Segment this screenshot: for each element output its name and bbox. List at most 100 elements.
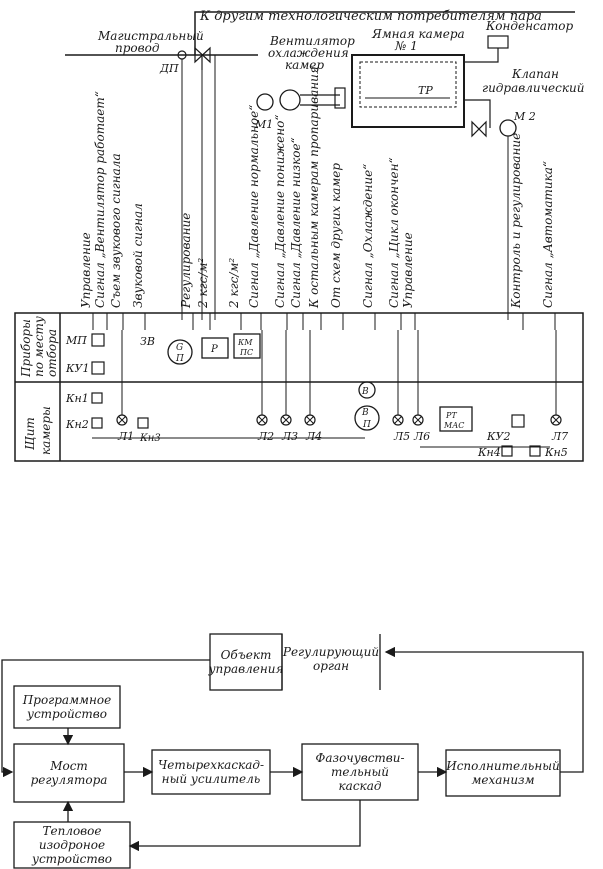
- pit-chamber: [351, 54, 465, 128]
- block-actuator: [445, 749, 561, 797]
- main-pipe-label-1: Магистральный: [97, 29, 204, 43]
- block-diagram-connections: [1, 634, 584, 852]
- gp-bottom-label: П: [175, 354, 184, 364]
- kn1-label: Кн1: [65, 392, 89, 405]
- fan-label-1: Вентилятор: [269, 34, 355, 48]
- block-text: управления: [208, 662, 284, 676]
- vp-bottom-label: П: [362, 420, 371, 430]
- main-pipe-label-2: провод: [115, 41, 160, 55]
- lamp-label-l6: Л6: [413, 430, 430, 443]
- block-text: механизм: [471, 773, 534, 787]
- block-text: каскад: [339, 779, 382, 793]
- signal-label: 2 кгс/м²: [227, 258, 241, 309]
- block-text: регулятора: [31, 773, 108, 787]
- signal-label: Съем звукового сигнала: [109, 153, 123, 308]
- block-amplifier: [151, 749, 271, 795]
- kn5-label: Кн5: [544, 446, 568, 459]
- signal-label: Управление: [79, 232, 93, 308]
- block-program-device: [13, 685, 121, 729]
- lamp-label-l2: Л2: [257, 430, 274, 443]
- steam-consumers-line: [194, 11, 575, 55]
- mas-label: МАС: [443, 421, 464, 430]
- signal-lines: [92, 313, 556, 330]
- zv-label: ЗВ: [140, 335, 155, 348]
- ps-label: ПС: [239, 348, 253, 357]
- m1-motor: [256, 93, 274, 111]
- signal-label: Звуковой сигнал: [131, 203, 145, 308]
- fan-icon: [279, 89, 301, 111]
- lamp-label-l5: Л5: [393, 430, 410, 443]
- signal-label: Сигнал „Давление нормальное“: [247, 105, 261, 308]
- block-text: Тепловое: [42, 824, 101, 838]
- signal-label: Сигнал „Давление низкое“: [289, 137, 303, 308]
- block-text: Фазочувстви-: [315, 751, 404, 765]
- band-panel-label-1: Щит: [23, 417, 37, 450]
- band-field-label-1: Приборы: [19, 319, 33, 378]
- block-text: изодроное: [39, 838, 105, 852]
- signal-label: Управление: [401, 232, 415, 308]
- valve-label-1: Клапан: [511, 67, 559, 81]
- rt-label: РТ: [445, 411, 457, 420]
- kn2-button: [91, 417, 103, 429]
- fan-label-2: охлаждения: [268, 46, 349, 60]
- block-text: Программное: [22, 693, 111, 707]
- ku2-box: [511, 414, 525, 428]
- instrument-panel-frame: Приборы по месту отбора Щит камеры: [14, 312, 584, 462]
- ku1-label: КУ1: [65, 362, 89, 375]
- rt-mas-regulator: [439, 406, 473, 432]
- signal-label: Сигнал „Давление понижено“: [273, 115, 287, 308]
- signal-label: К остальным камерам пропаривания: [307, 66, 321, 309]
- kn2-label: Кн2: [65, 418, 89, 431]
- condenser-icon: [487, 35, 509, 49]
- process-schematic: К другим технологическим потребителям па…: [65, 9, 585, 320]
- vp-top-label: В: [361, 408, 369, 418]
- signal-label: Сигнал „Цикл окончен“: [387, 157, 401, 308]
- lamp-label-l4: Л4: [305, 430, 322, 443]
- kn5-button: [529, 445, 541, 457]
- signal-label: Контроль и регулирование: [509, 133, 523, 309]
- lamp-label-l1: Л1: [117, 430, 134, 443]
- m1-label: М1: [254, 118, 273, 131]
- m2-label: М 2: [513, 110, 536, 123]
- block-text: устройство: [31, 852, 112, 866]
- block-text: Исполнительный: [445, 759, 559, 773]
- km-label: КМ: [237, 338, 253, 347]
- v-sensor-label: В: [361, 387, 369, 397]
- ku1-box: [91, 361, 105, 375]
- block-text: устройство: [26, 707, 107, 721]
- signal-label: От схем других камер: [329, 163, 343, 308]
- p-label: P: [210, 344, 218, 355]
- kn1-button: [91, 392, 103, 404]
- signal-label: Сигнал „Автоматика“: [541, 161, 555, 308]
- band-devices: МП КУ1 ЗВ G П P КМ ПС В В П РТ МАС КУ2 К…: [65, 333, 568, 459]
- block-text: Объект: [221, 648, 272, 662]
- signal-label: Сигнал „Охлаждение“: [361, 164, 375, 308]
- main-valve: [194, 46, 211, 64]
- valve-label-2: гидравлический: [482, 81, 585, 95]
- block-bridge: [13, 743, 125, 803]
- block-text: тельный: [331, 765, 389, 779]
- mp-label: МП: [65, 334, 87, 347]
- lamp-label-l7: Л7: [551, 430, 568, 443]
- block-text: ный усилитель: [162, 772, 261, 786]
- signal-label: Сигнал „Вентилятор работает“: [93, 91, 107, 308]
- block-text: Четырехкаскад-: [158, 758, 264, 772]
- v-sensor: [358, 381, 376, 399]
- condenser-label: Конденсатор: [485, 19, 574, 33]
- kn3-button: [137, 417, 149, 429]
- band-field-label-2: по месту: [32, 316, 46, 377]
- kn4-button: [501, 445, 513, 457]
- p-gauge: [201, 337, 229, 359]
- ku2-label: КУ2: [486, 430, 510, 443]
- block-text: Мост: [49, 759, 88, 773]
- block-thermal-device: [13, 821, 131, 869]
- lamp-label-l3: Л3: [281, 430, 298, 443]
- tr-label: ТР: [418, 84, 433, 97]
- vp-gauge: [354, 405, 380, 431]
- kn4-label: Кн4: [477, 446, 501, 459]
- mp-box: [91, 333, 105, 347]
- km-ps-gauge: [233, 333, 261, 359]
